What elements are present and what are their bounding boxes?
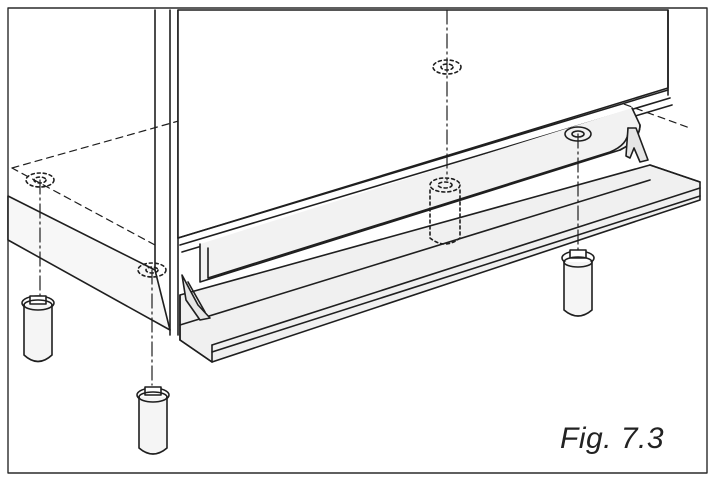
bracket-left (181, 274, 211, 321)
side-panel (7, 9, 179, 336)
center-lines (39, 9, 579, 386)
screw-hole-center-hidden (429, 177, 461, 245)
front-panel (177, 9, 673, 253)
foot-left-rear (21, 295, 55, 363)
figure-caption: Fig. 7.3 (560, 422, 665, 455)
bracket-right (625, 127, 649, 163)
foot-right-front (561, 249, 595, 317)
foot-left-front (136, 386, 170, 455)
plinth (179, 164, 701, 363)
